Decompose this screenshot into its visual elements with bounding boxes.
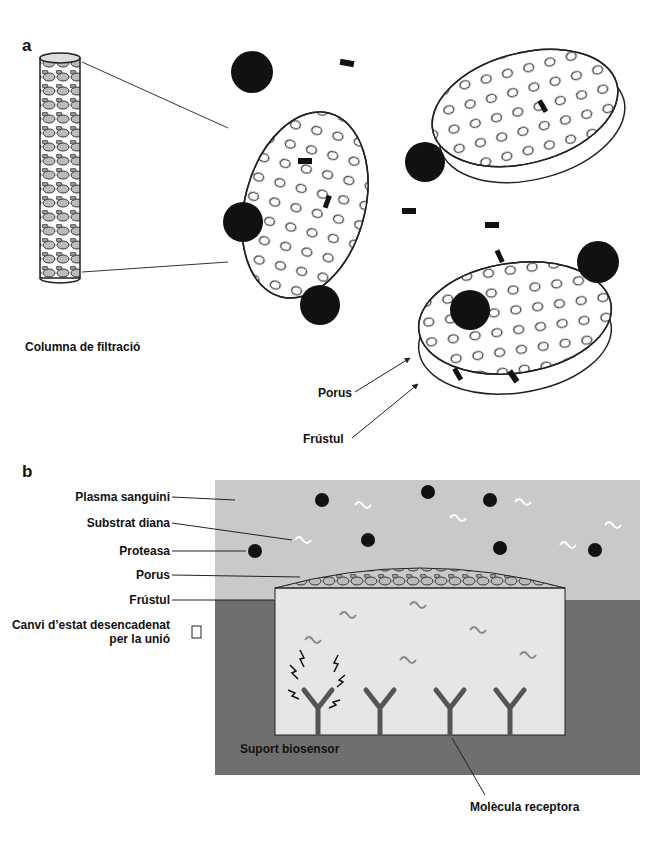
callout-label: Suport biosensor	[240, 742, 339, 756]
callout-label: Frústul	[129, 593, 170, 607]
proteins	[223, 51, 619, 383]
callout-label: Plasma sanguini	[75, 490, 170, 504]
binding-sparks	[288, 650, 345, 708]
receptor-molecules	[304, 690, 524, 734]
leader-line	[352, 384, 418, 438]
substrates	[295, 499, 621, 548]
filtration-column	[40, 53, 228, 283]
caption-label: Columna de filtració	[25, 340, 140, 354]
leader-line	[355, 358, 410, 392]
biosensor-section	[215, 480, 640, 775]
frustules	[222, 30, 638, 406]
callout-label: Molècula receptora	[470, 800, 579, 814]
small-box-symbol	[192, 626, 201, 638]
callout-label: Porus	[136, 568, 170, 582]
leader-lines-b	[172, 497, 485, 795]
callout-label: Canvi d’estat desencadenat per la unió	[5, 618, 170, 647]
callout-label: Porus	[318, 386, 352, 400]
part-letter: a	[22, 36, 31, 56]
part-letter: b	[22, 462, 32, 482]
callout-label: Proteasa	[119, 544, 170, 558]
proteases	[248, 485, 602, 558]
callout-label: Substrat diana	[87, 516, 170, 530]
substrates-inside	[305, 602, 536, 663]
callout-label: Frústul	[303, 432, 344, 446]
